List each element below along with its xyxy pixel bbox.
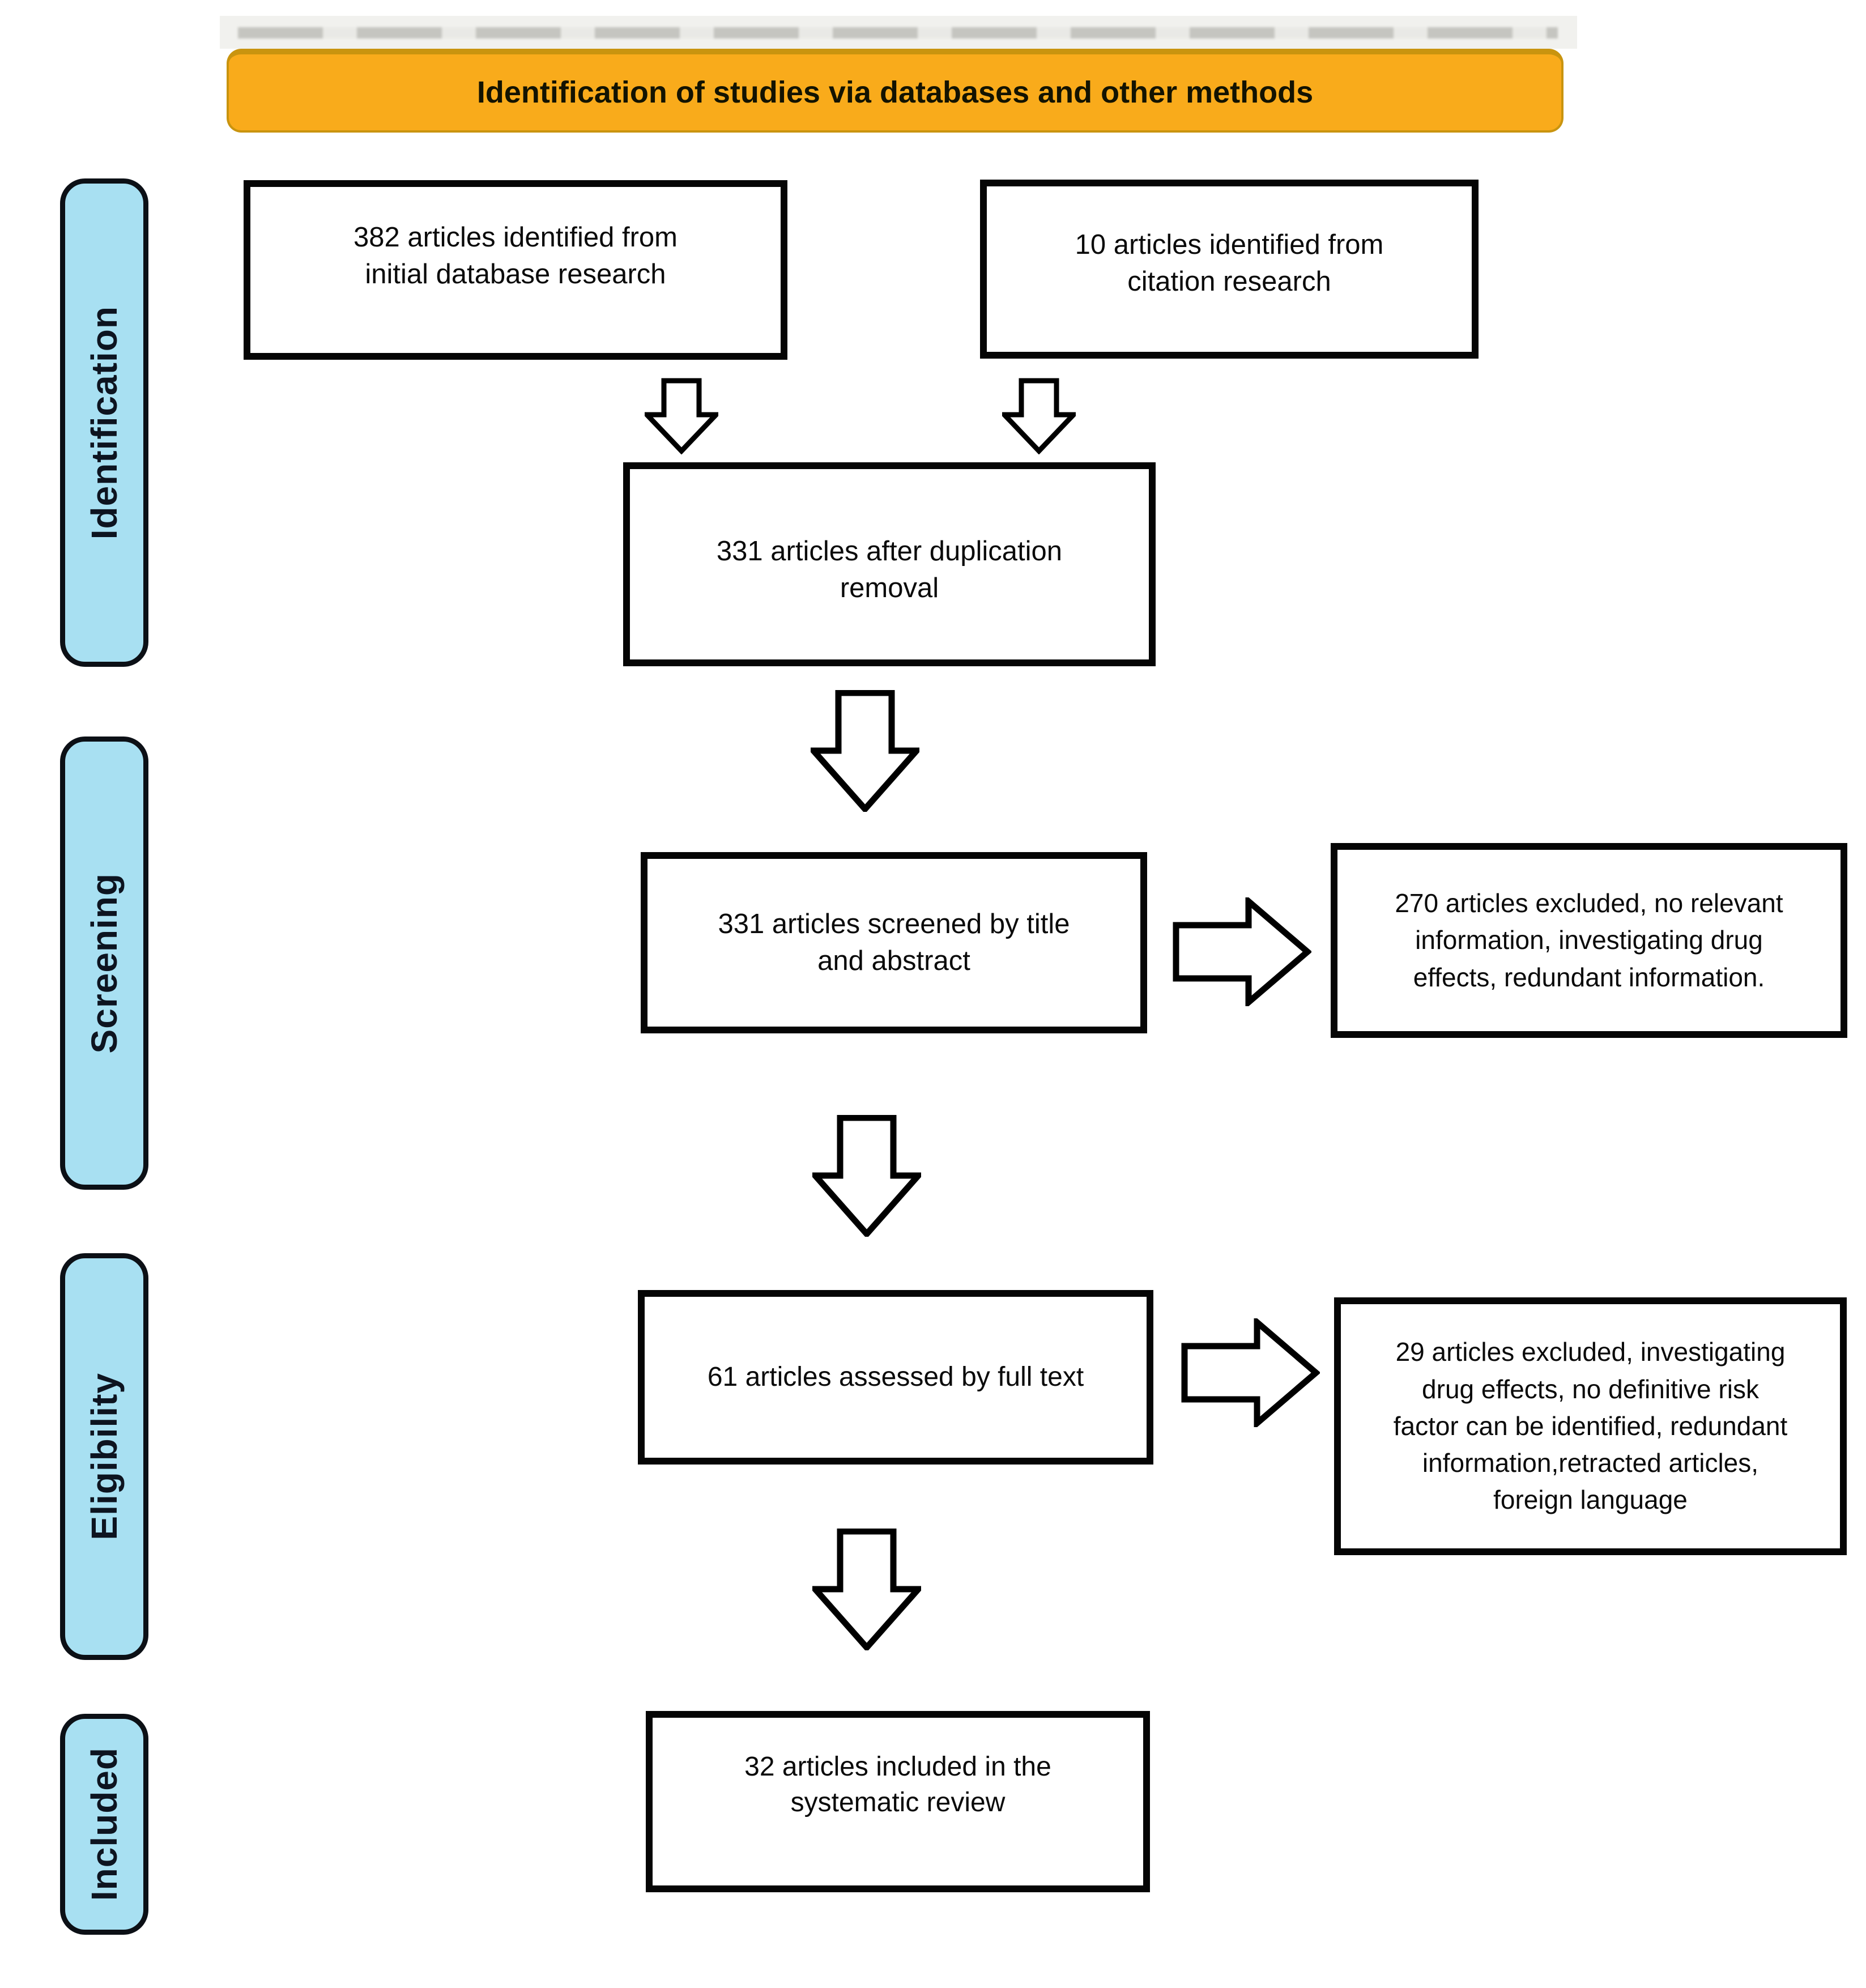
stage-label-text: Identification	[84, 305, 125, 540]
box-excluded-eligibility-text: 29 articles excluded, investigating drug…	[1393, 1337, 1788, 1515]
box-assessed-full-text: 61 articles assessed by full text	[638, 1290, 1153, 1465]
stage-label-eligibility: Eligibility	[60, 1253, 148, 1660]
stage-label-screening: Screening	[60, 737, 148, 1190]
diagram-title-banner: Identification of studies via databases …	[227, 49, 1563, 133]
down-arrow-icon	[811, 690, 919, 812]
box-included-systematic-review-text: 32 articles included in the systematic r…	[744, 1751, 1051, 1817]
stage-label-identification: Identification	[60, 178, 148, 667]
box-screened-title-abstract: 331 articles screened by title and abstr…	[641, 852, 1147, 1033]
down-arrow-icon	[812, 1115, 921, 1237]
diagram-title: Identification of studies via databases …	[476, 75, 1314, 109]
box-included-systematic-review: 32 articles included in the systematic r…	[646, 1711, 1150, 1892]
box-after-duplication-removal-text: 331 articles after duplication removal	[716, 536, 1063, 603]
down-arrow-icon	[812, 1529, 921, 1650]
box-excluded-screening-text: 270 articles excluded, no relevant infor…	[1395, 888, 1783, 992]
right-arrow-icon	[1181, 1318, 1320, 1427]
box-excluded-eligibility: 29 articles excluded, investigating drug…	[1334, 1297, 1847, 1555]
box-screened-title-abstract-text: 331 articles screened by title and abstr…	[718, 909, 1070, 976]
stage-label-text: Eligibility	[84, 1373, 125, 1540]
down-arrow-icon	[645, 377, 718, 454]
box-assessed-full-text-text: 61 articles assessed by full text	[707, 1362, 1084, 1393]
box-excluded-screening: 270 articles excluded, no relevant infor…	[1331, 843, 1847, 1038]
stage-label-included: Included	[60, 1714, 148, 1935]
box-citation-identified-text: 10 articles identified from citation res…	[1075, 229, 1384, 297]
box-citation-identified: 10 articles identified from citation res…	[980, 180, 1479, 359]
box-database-identified-text: 382 articles identified from initial dat…	[353, 222, 678, 290]
stage-label-text: Screening	[84, 872, 125, 1054]
box-database-identified: 382 articles identified from initial dat…	[244, 180, 787, 360]
box-after-duplication-removal: 331 articles after duplication removal	[623, 462, 1156, 666]
right-arrow-icon	[1173, 897, 1311, 1006]
stage-label-text: Included	[84, 1747, 125, 1901]
down-arrow-icon	[1002, 377, 1076, 454]
scan-artifact-line	[238, 27, 1558, 39]
